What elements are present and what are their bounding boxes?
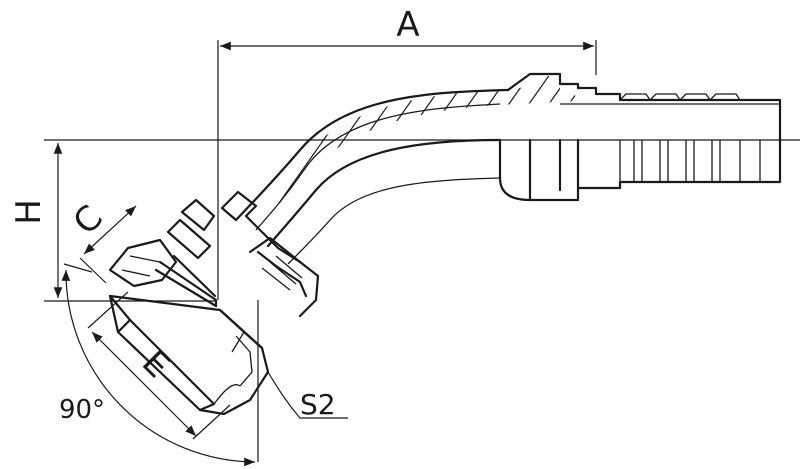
bent-body [234, 76, 595, 265]
dimension-h-label: H [9, 199, 49, 225]
dimension-a-label: A [396, 5, 419, 45]
dimension-c-line [83, 205, 137, 255]
angle-reference-line [63, 263, 93, 273]
angle-arc [61, 269, 256, 467]
shoulder [220, 190, 320, 318]
s2-leader [267, 371, 348, 419]
dimension-e-line [91, 331, 197, 437]
dimension-c-extension [79, 257, 107, 284]
hose-tail [498, 72, 782, 202]
dimension-e-label: E [134, 342, 177, 385]
angle-label: 90° [59, 395, 105, 425]
swivel-nut [108, 198, 270, 416]
s2-label: S2 [300, 388, 336, 421]
